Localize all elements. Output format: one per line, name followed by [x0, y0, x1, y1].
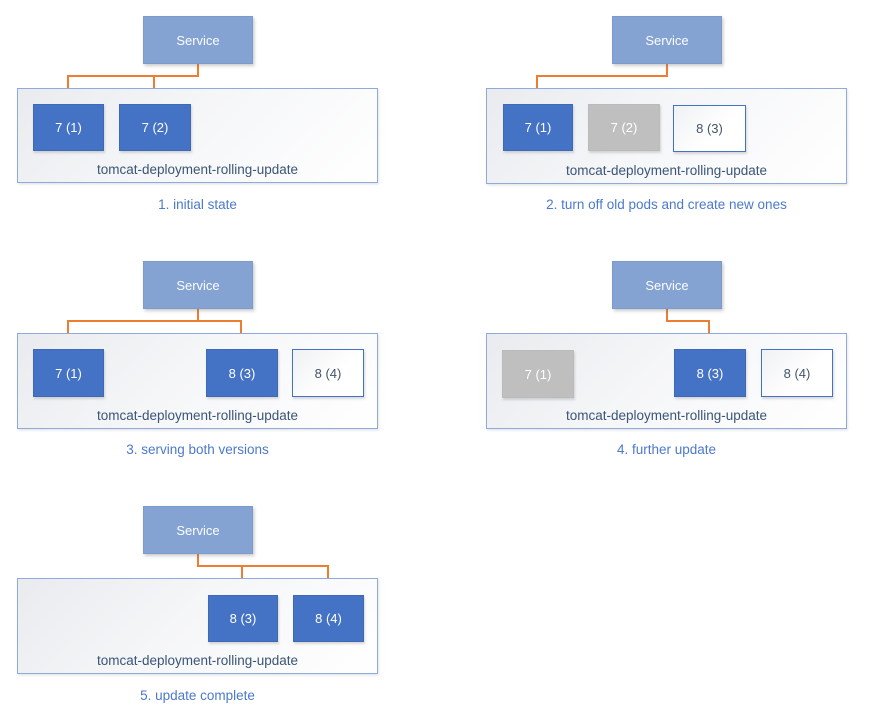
- service-node: Service: [143, 16, 253, 64]
- service-node: Service: [612, 16, 722, 64]
- pod-label: 8 (3): [696, 365, 724, 381]
- arrow-line: [197, 554, 329, 583]
- pod-8-3: 8 (3): [674, 349, 746, 397]
- deployment-label: tomcat-deployment-rolling-update: [565, 408, 768, 423]
- panel-caption: 5. update complete: [140, 688, 255, 703]
- pod-label: 7 (2): [141, 120, 169, 135]
- deployment-box: 7 (1) 7 (2) 8 (3) tomcat-deployment-roll…: [486, 88, 847, 184]
- pod-label: 8 (3): [229, 611, 257, 626]
- service-label: Service: [645, 32, 689, 48]
- pod-8-3: 8 (3): [208, 595, 278, 642]
- pod-label: 8 (3): [696, 121, 723, 136]
- pod-label: 7 (1): [524, 366, 552, 382]
- pod-8-3: 8 (3): [206, 349, 278, 397]
- pod-7-1: 7 (1): [502, 350, 574, 398]
- pod-8-4: 8 (4): [761, 349, 833, 397]
- arrow-line: [666, 309, 710, 337]
- service-node: Service: [143, 506, 253, 554]
- arrow-line: [198, 320, 242, 337]
- pod-7-1: 7 (1): [33, 349, 104, 397]
- pod-label: 7 (1): [55, 365, 82, 381]
- pod-label: 7 (1): [55, 120, 82, 135]
- panel-caption: 2. turn off old pods and create new ones: [546, 197, 787, 212]
- deployment-label: tomcat-deployment-rolling-update: [96, 408, 299, 423]
- service-label: Service: [176, 277, 220, 293]
- service-label: Service: [176, 522, 220, 538]
- deployment-label: tomcat-deployment-rolling-update: [565, 163, 768, 178]
- panel-caption: 4. further update: [616, 442, 717, 457]
- pod-label: 7 (2): [610, 120, 638, 135]
- panel-caption: 1. initial state: [158, 197, 237, 212]
- pod-label: 7 (1): [524, 120, 552, 135]
- panel-caption: 3. serving both versions: [126, 442, 269, 457]
- pod-label: 8 (4): [314, 365, 342, 381]
- service-node: Service: [612, 261, 722, 309]
- deployment-box: 7 (1) 8 (3) 8 (4) tomcat-deployment-roll…: [17, 333, 378, 429]
- pod-label: 8 (4): [315, 611, 342, 626]
- pod-8-4: 8 (4): [293, 595, 364, 642]
- service-node: Service: [143, 261, 253, 309]
- service-label: Service: [645, 277, 689, 293]
- service-label: Service: [176, 32, 220, 48]
- pod-7-2: 7 (2): [588, 104, 660, 151]
- pod-7-1: 7 (1): [503, 104, 573, 151]
- pod-8-4: 8 (4): [292, 349, 364, 397]
- deployment-box: 7 (1) 7 (2) tomcat-deployment-rolling-up…: [17, 88, 378, 183]
- deployment-label: tomcat-deployment-rolling-update: [96, 162, 299, 177]
- pod-8-3: 8 (3): [673, 105, 746, 152]
- pod-label: 8 (4): [783, 365, 811, 381]
- deployment-box: 8 (3) 8 (4) tomcat-deployment-rolling-up…: [17, 578, 378, 674]
- pod-label: 8 (3): [228, 365, 256, 381]
- deployment-label: tomcat-deployment-rolling-update: [96, 653, 299, 668]
- deployment-box: 7 (1) 8 (3) 8 (4) tomcat-deployment-roll…: [486, 333, 847, 429]
- arrow-line: [536, 64, 668, 92]
- pod-7-1: 7 (1): [33, 104, 104, 151]
- pod-7-2: 7 (2): [119, 104, 191, 151]
- arrow-line: [67, 64, 199, 92]
- arrow-line: [67, 309, 199, 337]
